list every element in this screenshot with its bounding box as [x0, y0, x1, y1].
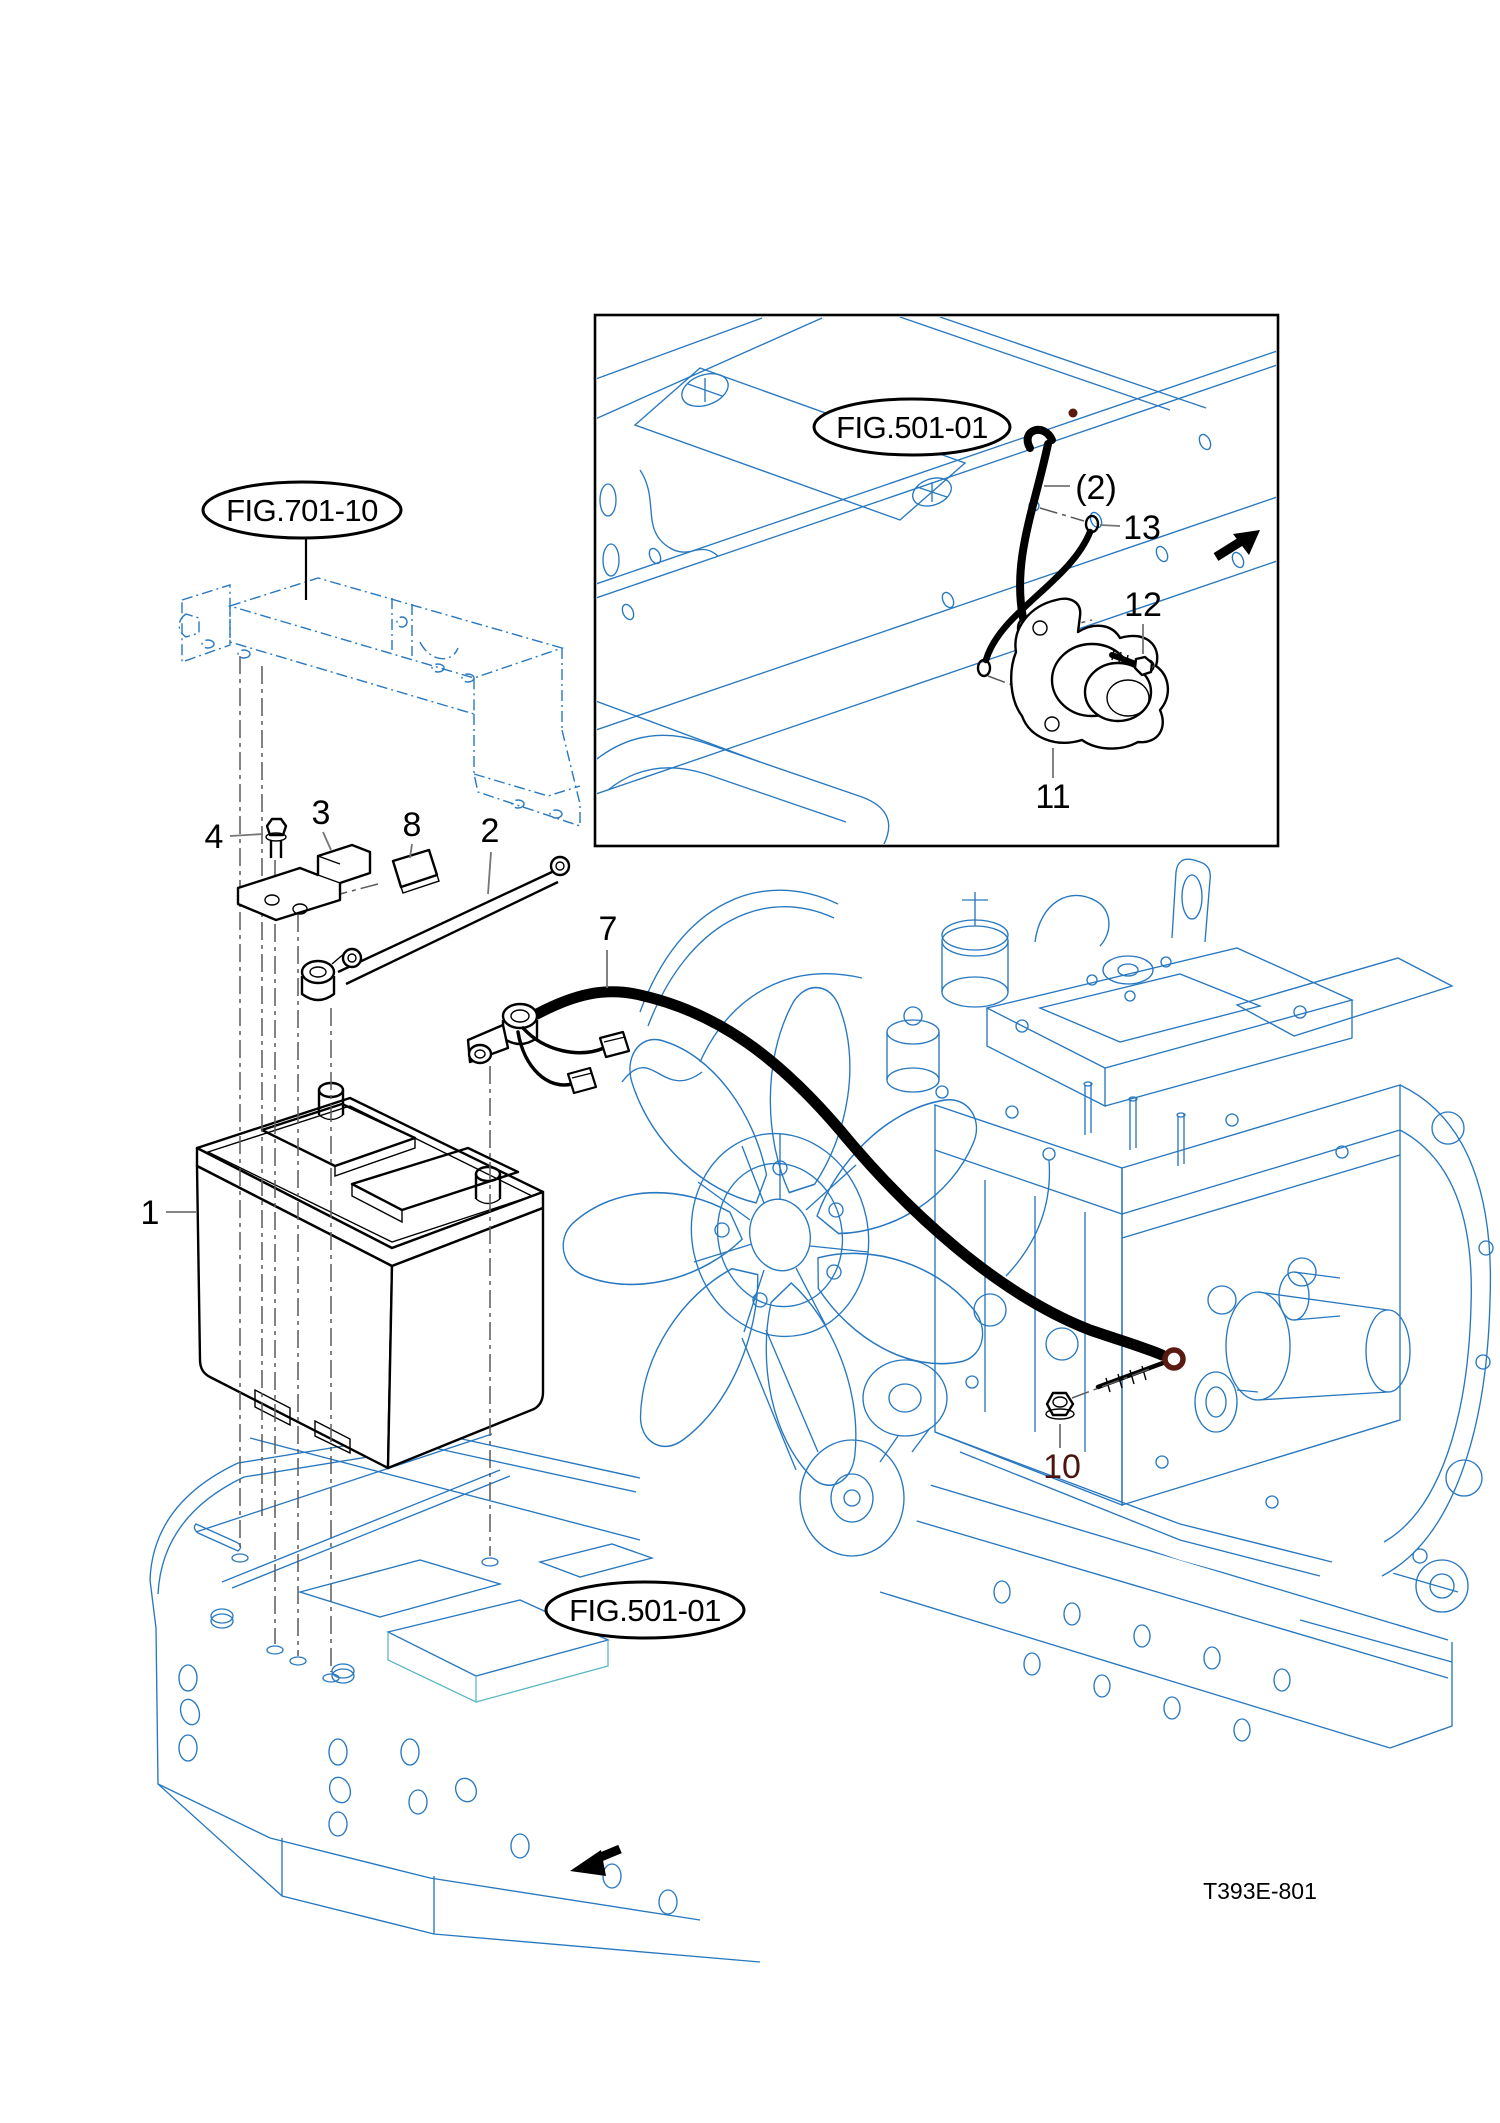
- engine-block: [934, 1081, 1401, 1577]
- callout-battery: 1: [141, 1194, 160, 1232]
- callout-battery-cable: 2: [481, 812, 500, 850]
- assembly-axis-lines: [239, 656, 491, 1672]
- pad-drawing: [391, 848, 440, 894]
- callout-clip-bolt: 13: [1123, 509, 1161, 547]
- drawing-code: T393E-801: [1203, 1878, 1317, 1904]
- callout-terminal-nut: 10: [1043, 1448, 1081, 1486]
- terminal-nut-drawing: [1045, 1367, 1153, 1420]
- battery-drawing: [195, 1081, 545, 1470]
- starter-motor: [1194, 1271, 1411, 1433]
- fig-ref-top[interactable]: FIG.701-10: [201, 480, 403, 600]
- callout-quantity-note: (2): [1075, 469, 1117, 507]
- fig-ref-bottom[interactable]: FIG.501-01: [544, 1580, 746, 1640]
- inset-callout-labels: (2) 13 12 11: [1035, 469, 1162, 816]
- valve-cover: [985, 947, 1354, 1108]
- intake-manifold: [1235, 957, 1454, 1037]
- bracket-bolt-drawing: [265, 817, 288, 858]
- fan-hub: [690, 1132, 870, 1338]
- chassis-frame-drawing: [149, 1431, 1459, 1963]
- fig-ref-top-label[interactable]: FIG.701-10: [226, 493, 379, 528]
- engine-assembly-drawing: [562, 844, 1494, 1613]
- callout-starter-switch: 11: [1035, 778, 1070, 816]
- fig-ref-inset-label[interactable]: FIG.501-01: [836, 410, 988, 445]
- inset-direction-arrow-icon: [1213, 530, 1260, 561]
- callout-battery-bracket: 3: [312, 794, 331, 832]
- switch-bolt-drawing: [1109, 649, 1154, 677]
- callout-switch-bolt: 12: [1124, 586, 1162, 624]
- direction-arrow-icon: [570, 1844, 622, 1876]
- fig-ref-inset[interactable]: FIG.501-01: [812, 397, 1012, 457]
- lifting-eye: [1171, 858, 1211, 943]
- battery-bracket-drawing: [236, 843, 372, 922]
- flywheel-housing: [1381, 1084, 1494, 1613]
- inset-frame-drawing: [597, 317, 1276, 844]
- callout-labels: 1 2 3 4 7 8 10: [141, 794, 1081, 1486]
- battery-post-right: [474, 1165, 502, 1205]
- oil-filler: [886, 892, 1009, 1093]
- ref-bracket-drawing: [178, 577, 581, 827]
- ground-cable-drawing: [466, 986, 1186, 1393]
- starter-switch-drawing: [1010, 597, 1169, 750]
- callout-pad: 8: [403, 806, 422, 844]
- callout-ground-cable: 7: [599, 910, 618, 948]
- pulley-belt: [741, 1329, 948, 1557]
- battery-cable-drawing: [300, 855, 571, 1002]
- fig-ref-bottom-label[interactable]: FIG.501-01: [569, 1593, 721, 1628]
- ring-terminal: [1162, 1347, 1186, 1371]
- index-dot: [1068, 408, 1078, 418]
- engine-hoses: [621, 889, 1110, 1083]
- inset-detail-box: FIG.501-01 (2) 13 12 11: [593, 313, 1280, 848]
- callout-bracket-bolt: 4: [205, 818, 224, 856]
